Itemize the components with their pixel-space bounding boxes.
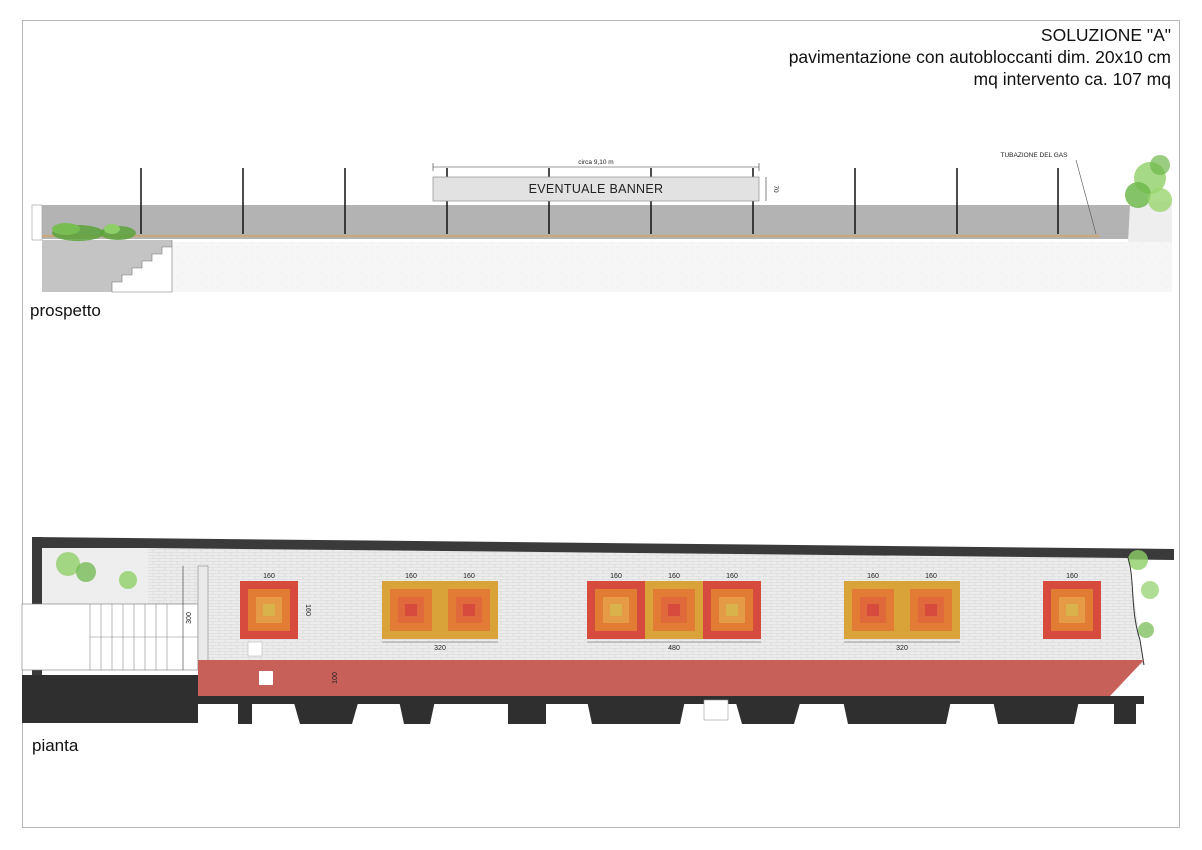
paving-module bbox=[587, 581, 645, 639]
elevation-view: EVENTUALE BANNER circa 9,10 m 70 TUBAZIO… bbox=[31, 152, 1172, 293]
plan-piers bbox=[238, 696, 1136, 724]
plan-manhole bbox=[247, 641, 263, 657]
elevation-ground bbox=[42, 242, 1172, 292]
gas-pipe-label: TUBAZIONE DEL GAS bbox=[1001, 152, 1069, 159]
paving-description: pavimentazione con autobloccanti dim. 20… bbox=[788, 47, 1171, 67]
module-width-label: 160 bbox=[405, 573, 417, 580]
plan-manhole bbox=[259, 671, 273, 685]
banner-height-label: 70 bbox=[772, 185, 779, 193]
plan-stair-treads bbox=[89, 604, 198, 670]
elevation-steps bbox=[111, 240, 173, 293]
module-width-label: 160 bbox=[1066, 573, 1078, 580]
module-width-label: 160 bbox=[263, 573, 275, 580]
title-block: SOLUZIONE "A" pavimentazione con autoblo… bbox=[789, 24, 1171, 90]
module-width-label: 160 bbox=[867, 573, 879, 580]
group-width-label: 320 bbox=[896, 645, 908, 652]
drawing-sheet-frame bbox=[22, 20, 1180, 828]
paving-module bbox=[844, 581, 902, 639]
plan-top-wall bbox=[32, 537, 1174, 560]
plan-door bbox=[703, 699, 729, 721]
module-width-label: 160 bbox=[726, 573, 738, 580]
module-width-label: 160 bbox=[668, 573, 680, 580]
paving-modules bbox=[240, 581, 1101, 639]
banner-width-dimension bbox=[432, 163, 760, 171]
plan-vegetation bbox=[56, 550, 1159, 638]
strip-width-label: 100 bbox=[332, 672, 339, 684]
elevation-view-label: prospetto bbox=[30, 301, 101, 320]
paving-module bbox=[382, 581, 440, 639]
paving-module bbox=[902, 581, 960, 639]
gas-pipe-leader bbox=[1075, 159, 1097, 235]
plan-railing bbox=[197, 565, 209, 671]
banner-width-label: circa 9,10 m bbox=[578, 159, 613, 166]
paving-module bbox=[1043, 581, 1101, 639]
group-width-label: 320 bbox=[434, 645, 446, 652]
plan-bottom-wall-left bbox=[22, 675, 198, 723]
elevation-left-post bbox=[31, 204, 43, 241]
module-dimension-labels: 160 160 160 160 160 160 160 160 160 160 bbox=[263, 573, 1078, 616]
paving-module bbox=[440, 581, 498, 639]
plan-view-label: pianta bbox=[32, 736, 79, 755]
group-width-label: 480 bbox=[668, 645, 680, 652]
banner-panel bbox=[432, 176, 760, 202]
elevation-tree bbox=[1125, 155, 1172, 242]
paving-module bbox=[645, 581, 703, 639]
elevation-wall bbox=[42, 205, 1130, 239]
solution-title: SOLUZIONE "A" bbox=[1040, 25, 1171, 45]
module-width-label: 160 bbox=[925, 573, 937, 580]
module-width-label: 160 bbox=[610, 573, 622, 580]
plan-red-paving-strip bbox=[198, 660, 1144, 696]
depth-label: 300 bbox=[186, 612, 193, 624]
module-width-label: 160 bbox=[463, 573, 475, 580]
paving-module bbox=[240, 581, 298, 639]
banner-text: EVENTUALE BANNER bbox=[529, 182, 664, 196]
module-height-label: 160 bbox=[304, 604, 311, 616]
elevation-shrubs bbox=[52, 223, 136, 241]
area-description: mq intervento ca. 107 mq bbox=[973, 69, 1171, 89]
plan-right-rock-edge bbox=[1127, 557, 1145, 666]
paving-module bbox=[703, 581, 761, 639]
